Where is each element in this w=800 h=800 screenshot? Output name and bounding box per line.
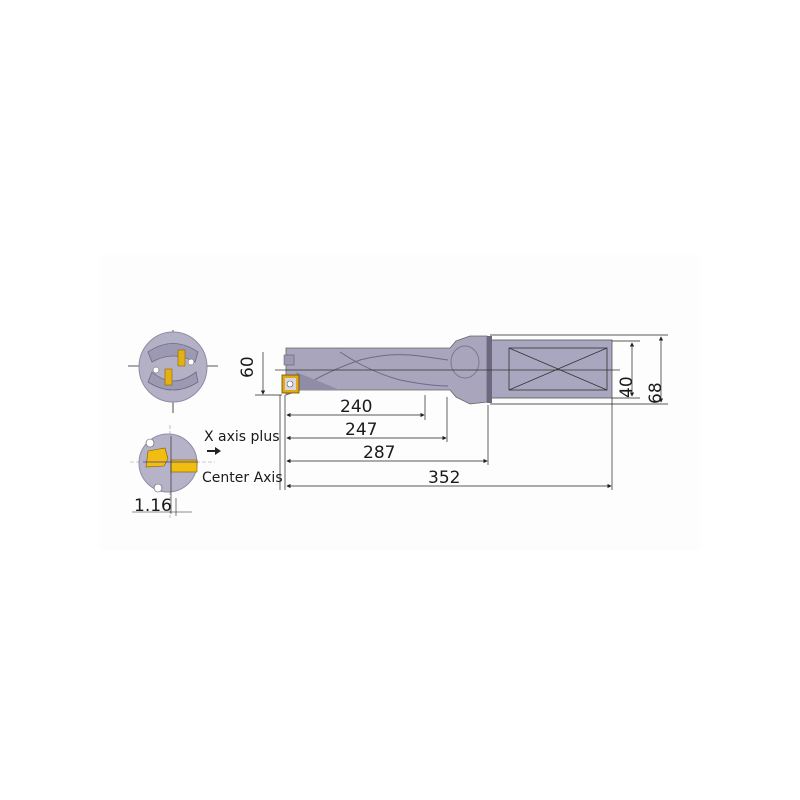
dim-287: 287 xyxy=(363,443,395,463)
dim-40: 40 xyxy=(617,376,637,398)
x-axis-plus-label: X axis plus xyxy=(204,429,279,445)
offset-dimension: 1.16 xyxy=(134,496,172,516)
arrow-right-icon xyxy=(207,447,221,455)
drill-side-view xyxy=(275,335,620,405)
dim-247: 247 xyxy=(345,420,377,440)
end-view-top xyxy=(128,330,218,413)
dim-240: 240 xyxy=(340,397,372,417)
drawing-panel xyxy=(100,255,700,550)
dim-60: 60 xyxy=(238,356,258,378)
dim-68: 68 xyxy=(646,382,666,404)
end-view-bottom xyxy=(130,425,215,518)
dimension-lines xyxy=(255,334,668,490)
center-axis-label: Center Axis xyxy=(202,470,283,486)
dim-352: 352 xyxy=(428,468,460,488)
